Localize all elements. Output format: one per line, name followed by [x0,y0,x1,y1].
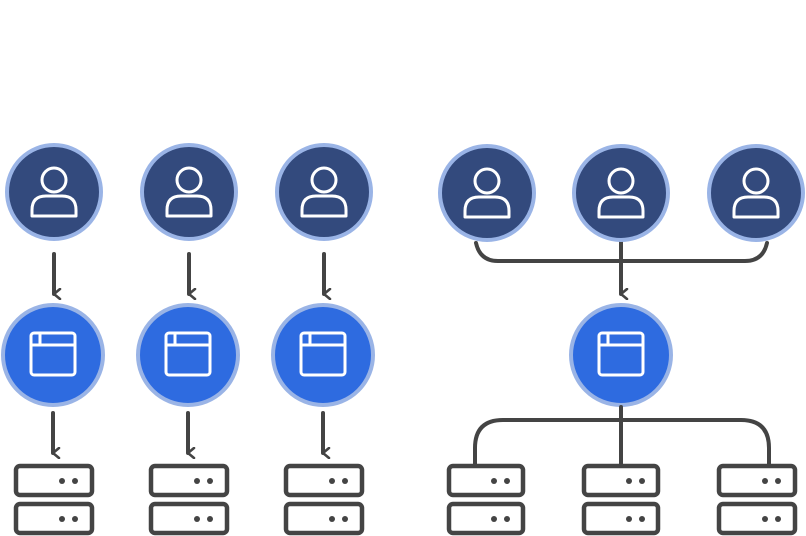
app-node-2 [136,303,240,407]
server-stack-icon [13,463,95,536]
browser-window-icon [29,331,77,377]
server-stack-icon [283,463,365,536]
stack-column-2 [136,143,240,536]
user-node-5 [572,144,670,242]
browser-window-icon [299,331,347,377]
server-stack-icon [148,463,230,536]
stack-column-3 [271,143,375,536]
app-node-3 [271,303,375,407]
user-icon [597,167,645,219]
browser-window-icon [164,331,212,377]
user-node-2 [140,143,238,241]
server-stack-icon [581,463,661,536]
user-node-1 [5,143,103,241]
user-icon [165,166,213,218]
stack-column-1 [1,143,105,536]
server-stack-icon [716,463,798,536]
server-stack-icon [446,463,526,536]
app-node-1 [1,303,105,407]
servers-split-connector [473,418,771,468]
shared-app-node [569,303,673,407]
shared-app-diagram [438,144,805,536]
user-icon [463,167,511,219]
user-icon [30,166,78,218]
user-icon [732,167,780,219]
user-node-6 [707,144,805,242]
user-icon [300,166,348,218]
user-node-3 [275,143,373,241]
dedicated-stacks-diagram [1,143,375,536]
user-node-4 [438,144,536,242]
browser-window-icon [597,331,645,377]
